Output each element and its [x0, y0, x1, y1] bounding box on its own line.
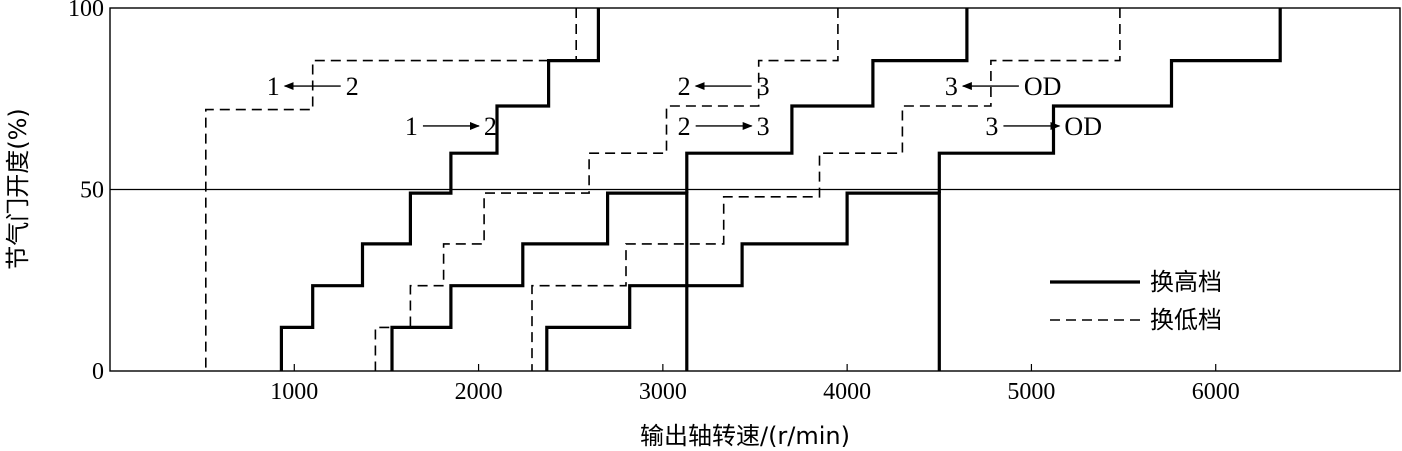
axis-ticks: 1000 2000 3000 4000 5000 6000 0 50 100	[68, 0, 1240, 405]
y-tick-label: 100	[68, 0, 104, 22]
series-downshift-line	[374, 8, 839, 371]
annotation-to-label: OD	[1064, 112, 1102, 141]
series-downshift-line	[531, 8, 1121, 371]
y-tick-label: 50	[80, 178, 104, 204]
x-tick-label: 2000	[455, 379, 503, 405]
annotation-from-label: 3	[945, 72, 958, 101]
series-upshift-line	[685, 8, 969, 194]
series-upshift-line	[937, 8, 1282, 194]
y-tick-label: 0	[92, 359, 104, 385]
annotation-to-label: OD	[1024, 72, 1062, 101]
legend-label: 换高档	[1150, 268, 1222, 296]
legend-label: 换低档	[1150, 306, 1222, 334]
annotation-from-label: 1	[267, 72, 280, 101]
annotation-from-label: 1	[405, 112, 418, 141]
x-tick-label: 3000	[639, 379, 687, 405]
x-tick-label: 6000	[1192, 379, 1240, 405]
annotation-to-label: 2	[346, 72, 359, 101]
annotation-from-label: 2	[678, 72, 691, 101]
x-tick-label: 4000	[823, 379, 871, 405]
annotation-from-label: 3	[985, 112, 998, 141]
annotation-to-label: 3	[757, 112, 770, 141]
y-axis-label: 节气门开度(%)	[4, 108, 32, 270]
annotation-from-label: 2	[678, 112, 691, 141]
series-upshift-line	[279, 8, 601, 371]
annotation-to-label: 3	[757, 72, 770, 101]
annotation-to-label: 2	[484, 112, 497, 141]
x-tick-label: 1000	[270, 379, 318, 405]
shift-annotation: 3 OD	[985, 112, 1102, 141]
x-axis-label: 输出轴转速/(r/min)	[640, 422, 850, 450]
series-group	[205, 8, 1282, 371]
shift-annotation: 3 OD	[945, 72, 1062, 101]
x-tick-label: 5000	[1007, 379, 1055, 405]
series-upshift-line	[545, 191, 941, 371]
series-upshift-line	[390, 191, 689, 371]
series-downshift-line	[205, 8, 578, 371]
